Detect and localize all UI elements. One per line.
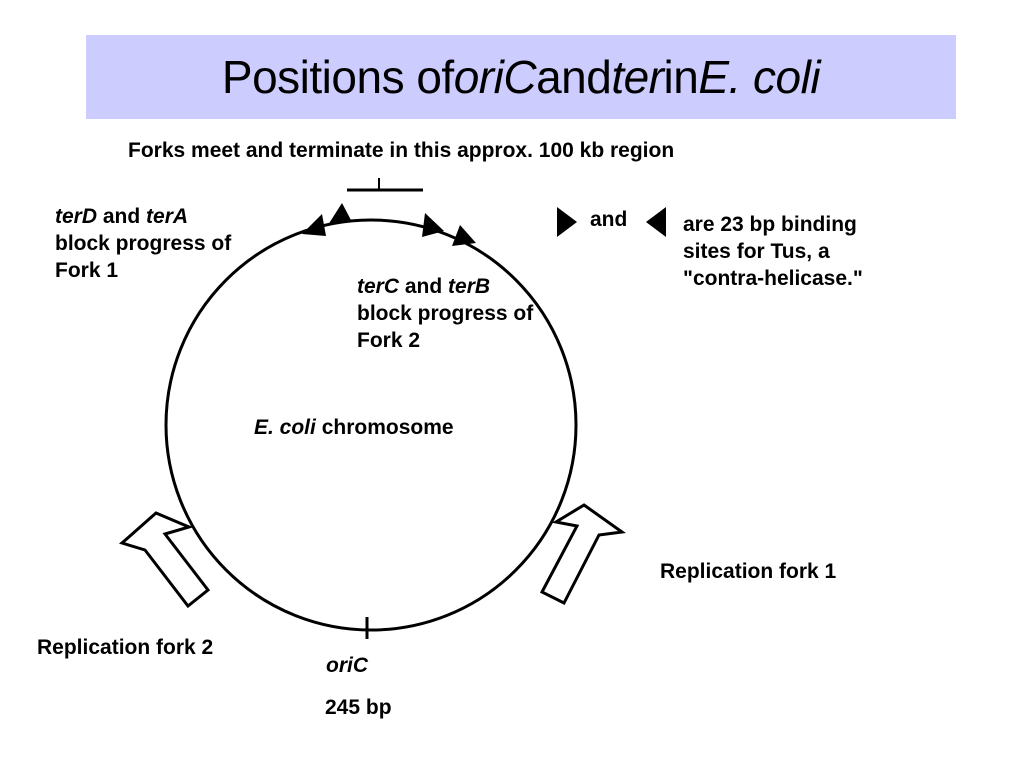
fork2-block-line3: Fork 2 [357, 329, 421, 352]
terb-label: terB [448, 275, 491, 298]
oric-name: oriC [326, 654, 368, 677]
fork1-block-label: terD and terA block progress of Fork 1 [55, 203, 231, 284]
legend-and-label: and [590, 208, 628, 231]
title-part-2: and [536, 51, 612, 103]
terd-label: terD [55, 205, 98, 228]
fork2-block-label: terC and terB block progress of Fork 2 [357, 273, 533, 354]
replication-fork-1-arrow [539, 503, 626, 606]
ter-site-terb-marker [452, 225, 476, 246]
chromosome-organism: E. coli [254, 416, 316, 439]
legend-description: are 23 bp binding sites for Tus, a "cont… [683, 211, 863, 292]
fork2-connector: and [399, 275, 449, 298]
page-title: Positions of oriC and ter in E. coli [86, 35, 956, 119]
replication-fork-2-label: Replication fork 2 [37, 636, 214, 659]
title-ter: ter [611, 51, 664, 103]
title-part-1: Positions of [221, 51, 454, 103]
chromosome-circle [164, 218, 578, 632]
legend-line3: "contra-helicase." [683, 267, 863, 290]
ter-site-terd-marker [302, 214, 326, 236]
legend-left-triangle-icon [646, 207, 666, 237]
ter-site-terc-marker [422, 213, 444, 237]
fork2-block-line2: block progress of [357, 302, 534, 325]
tera-label: terA [146, 205, 189, 228]
chromosome-word: chromosome [315, 416, 454, 439]
title-part-3: in [663, 51, 699, 103]
title-ecoli: E. coli [698, 51, 821, 103]
title-oric: oriC [453, 51, 537, 103]
fork1-block-line2: block progress of [55, 232, 232, 255]
fork1-block-line3: Fork 1 [55, 259, 119, 282]
fork1-connector: and [97, 205, 147, 228]
legend-line2: sites for Tus, a [683, 240, 830, 263]
terc-label: terC [357, 275, 400, 298]
oric-label: oriC [326, 652, 368, 679]
oric-size-label: 245 bp [325, 696, 392, 719]
chromosome-label: E. coli chromosome [254, 414, 454, 441]
legend-line1: are 23 bp binding [683, 213, 857, 236]
replication-fork-1-label: Replication fork 1 [660, 560, 837, 583]
termination-note: Forks meet and terminate in this approx.… [128, 139, 675, 162]
replication-fork-2-arrow [118, 511, 211, 609]
ter-site-tera-marker [328, 203, 352, 225]
legend-right-triangle-icon [557, 207, 577, 237]
